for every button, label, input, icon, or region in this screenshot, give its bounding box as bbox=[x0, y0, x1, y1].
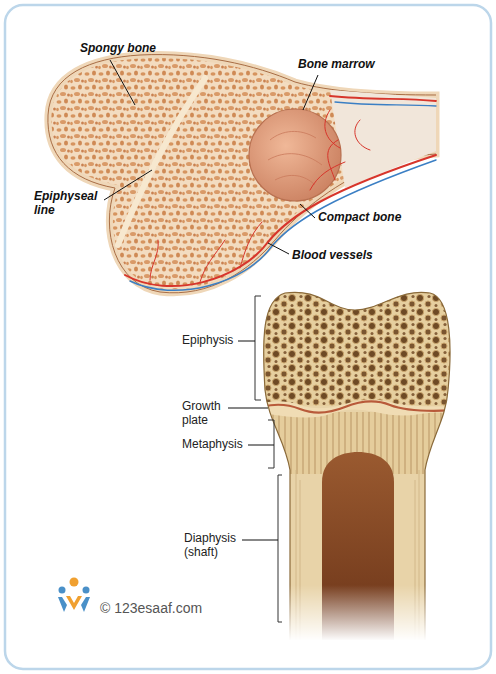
watermark: © 123esaaf.com bbox=[100, 600, 202, 616]
region-label: Diaphysis (shaft) bbox=[184, 532, 244, 560]
spongy-bone-area bbox=[48, 55, 436, 293]
leader-lines bbox=[104, 60, 318, 540]
bottom-fade bbox=[258, 585, 458, 641]
region-label: Epiphysis bbox=[182, 334, 233, 348]
brackets bbox=[255, 296, 282, 622]
long-bone-section bbox=[258, 288, 458, 641]
compact-bone-outline bbox=[48, 55, 436, 293]
blood-vessels bbox=[125, 96, 436, 290]
part-label: Epiphyseal line bbox=[34, 190, 106, 218]
region-label: Growth plate bbox=[182, 400, 234, 428]
part-label: Bone marrow bbox=[298, 58, 375, 72]
frame bbox=[5, 5, 491, 669]
growth-plate-line bbox=[258, 401, 458, 412]
epiphysis-spongy bbox=[258, 288, 458, 406]
part-label: Compact bone bbox=[318, 211, 401, 225]
marrow-texture bbox=[268, 131, 322, 185]
epiphyseal-line bbox=[118, 78, 205, 245]
part-label: Blood vessels bbox=[292, 249, 373, 263]
region-label: Metaphysis bbox=[182, 438, 243, 452]
growth-plate-band bbox=[258, 399, 458, 417]
logo-icon bbox=[58, 578, 90, 613]
part-label: Spongy bone bbox=[80, 42, 156, 56]
femur-head-section bbox=[48, 55, 436, 293]
